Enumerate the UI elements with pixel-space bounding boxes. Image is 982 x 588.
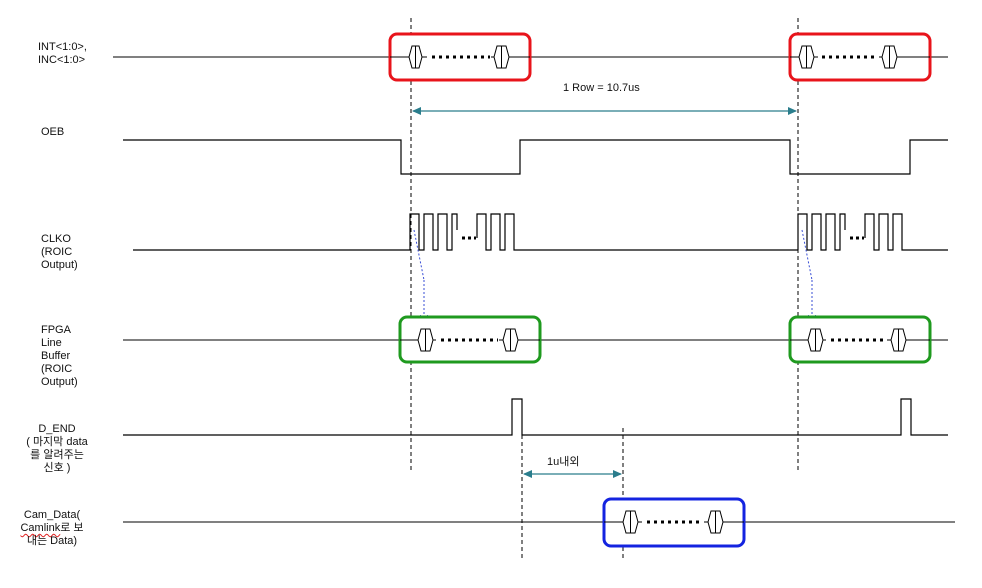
clko-arrow-1 [413,229,425,281]
label-line: D_END [38,423,76,435]
label-camlink: Camlink [20,522,61,534]
oeb-wave [123,139,948,175]
label-line: CLKO [41,233,71,245]
label-line: ( 마지막 data [26,436,88,448]
label-cam-data: Cam_Data( Camlink로 보 내는 Data) [10,509,94,548]
label-oeb: OEB [41,126,64,139]
label-d-end: D_END ( 마지막 data 를 알려주는 신호 ) [16,423,98,475]
label-line-rest: 로 보 [60,522,84,534]
label-line: (ROIC [41,246,73,258]
row-period-label: 1 Row = 10.7us [563,82,640,94]
label-line: Cam_Data( [23,509,81,521]
label-int-inc: INT<1:0>, INC<1:0> [38,41,87,67]
clko-arrow-2 [801,229,813,281]
label-clko: CLKO (ROIC Output) [41,233,78,272]
label-line: FPGA [41,324,71,336]
label-line: INT<1:0>, [38,41,87,53]
fpga-box-1 [398,315,542,364]
int-inc-box-1 [388,32,532,82]
label-line: Buffer [41,350,71,362]
label-line: Output) [41,259,78,271]
label-line: Output) [41,376,78,388]
label-line: 신호 ) [43,462,71,474]
int-inc-box-2 [788,32,932,82]
d-end-wave [123,398,948,436]
clko-wave [133,213,948,251]
label-line: OEB [41,126,65,138]
label-line: INC<1:0> [38,54,86,66]
cam-data-box [602,497,746,548]
delay-label: 1u내외 [547,455,579,468]
label-line: 를 알려주는 [30,449,84,461]
label-line: Line [41,337,62,349]
fpga-box-2 [788,315,932,364]
label-fpga-line-buffer: FPGA Line Buffer (ROIC Output) [41,324,78,389]
label-line: 내는 Data) [26,535,78,547]
label-line: (ROIC [41,363,73,375]
label-line: Camlink로 보 [10,522,94,535]
